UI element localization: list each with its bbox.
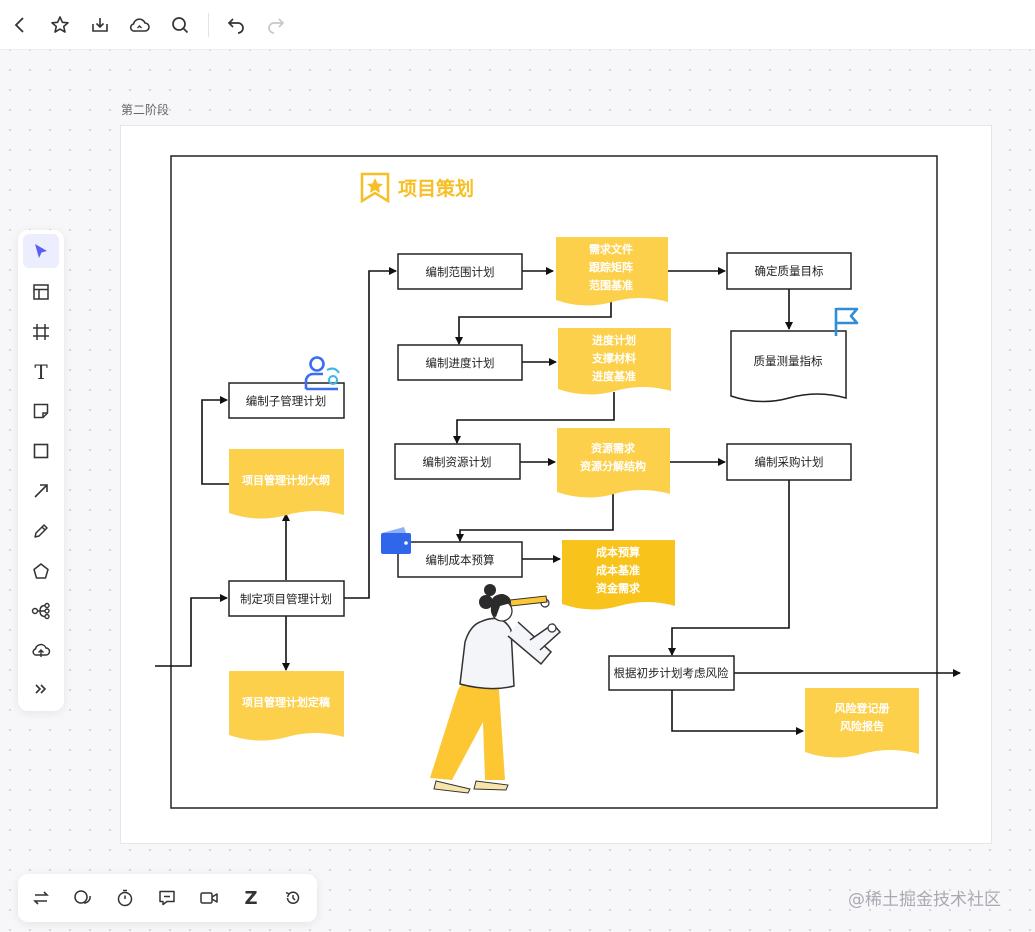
process-box-risk[interactable]: 根据初步计划考虑风险 [608, 655, 735, 691]
document-risk[interactable]: 风险登记册 风险报告 [805, 688, 919, 758]
diagram-border [170, 155, 938, 809]
bottom-toolbar: Z [18, 874, 317, 922]
process-box-quality-goal[interactable]: 确定质量目标 [726, 252, 852, 290]
document-quality-metric[interactable]: 质量测量指标 [730, 330, 847, 403]
sub-plan-label: 编制子管理计划 [246, 394, 327, 408]
person-illustration [430, 584, 562, 794]
process-box-scope-plan[interactable]: 编制范围计划 [397, 253, 523, 290]
cost-plan-label: 编制成本预算 [426, 553, 495, 567]
flag-icon [834, 307, 859, 336]
risk-doc-line-2: 风险报告 [840, 719, 884, 733]
document-final-plan[interactable]: 项目管理计划定稿 [229, 671, 344, 741]
cost-doc-line-2: 成本基准 [596, 563, 640, 577]
resource-plan-label: 编制资源计划 [423, 455, 492, 469]
cost-doc-line-3: 资金需求 [596, 581, 641, 595]
diagram-title[interactable]: 项目策划 [398, 177, 474, 200]
redo-icon[interactable] [259, 8, 293, 42]
upload-icon[interactable] [23, 633, 59, 667]
download-icon[interactable] [83, 8, 117, 42]
process-box-schedule-plan[interactable]: 编制进度计划 [397, 344, 523, 381]
req-doc-line-3: 范围基准 [589, 278, 633, 292]
document-schedule[interactable]: 进度计划 支撑材料 进度基准 [558, 328, 671, 395]
z-icon[interactable]: Z [244, 887, 258, 909]
search-icon[interactable] [163, 8, 197, 42]
scope-plan-label: 编制范围计划 [426, 265, 495, 279]
connector-risk-to-doc[interactable] [671, 690, 804, 735]
select-tool-icon[interactable] [23, 234, 59, 268]
frame-label[interactable]: 第二阶段 [121, 103, 170, 117]
quality-goal-label: 确定质量目标 [755, 264, 824, 278]
arrow-icon[interactable] [23, 474, 59, 508]
connector-entry[interactable] [155, 594, 228, 667]
mindmap-icon[interactable] [23, 594, 59, 628]
left-toolbar: T [18, 230, 64, 711]
template-icon[interactable] [23, 275, 59, 309]
pen-icon[interactable] [23, 514, 59, 548]
document-req[interactable]: 需求文件 跟踪矩阵 范围基准 [556, 237, 668, 306]
cloud-sync-icon[interactable] [123, 8, 157, 42]
wallet-icon [381, 527, 411, 554]
connector-schedule-to-resource[interactable] [453, 392, 615, 444]
text-tool-label: T [34, 360, 48, 384]
document-cost[interactable]: 成本预算 成本基准 资金需求 [562, 540, 675, 610]
connector-resource-to-cost[interactable] [456, 494, 614, 542]
watermark: @稀土掘金技术社区 [848, 890, 1001, 910]
quality-metric-label: 质量测量指标 [754, 354, 823, 368]
resource-doc-line-1: 资源需求 [591, 441, 636, 455]
outline-label: 项目管理计划大纲 [242, 473, 330, 487]
switch-icon[interactable] [24, 881, 58, 915]
make-plan-label: 制定项目管理计划 [240, 592, 332, 606]
process-box-make-plan[interactable]: 制定项目管理计划 [228, 580, 345, 617]
more-icon[interactable] [23, 672, 59, 706]
pentagon-icon[interactable] [23, 554, 59, 588]
schedule-doc-line-2: 支撑材料 [591, 351, 636, 365]
req-doc-line-2: 跟踪矩阵 [589, 260, 633, 274]
risk-label: 根据初步计划考虑风险 [614, 666, 729, 680]
chevron-left-icon[interactable] [3, 8, 37, 42]
document-outline[interactable]: 项目管理计划大纲 [229, 449, 344, 519]
connector-req-to-schedule[interactable] [455, 302, 612, 345]
timer-icon[interactable] [108, 881, 142, 915]
risk-doc-line-1: 风险登记册 [835, 701, 890, 715]
document-resource[interactable]: 资源需求 资源分解结构 [557, 428, 670, 498]
process-box-cost-plan[interactable]: 编制成本预算 [397, 541, 523, 578]
star-icon[interactable] [43, 8, 77, 42]
schedule-doc-line-1: 进度计划 [592, 333, 636, 347]
purchase-plan-label: 编制采购计划 [755, 455, 824, 469]
user-settings-icon [304, 356, 340, 391]
toolbar-divider [208, 13, 209, 37]
resource-doc-line-2: 资源分解结构 [580, 459, 646, 473]
history-icon[interactable] [276, 881, 310, 915]
cost-doc-line-1: 成本预算 [596, 545, 640, 559]
comment-icon[interactable] [150, 881, 184, 915]
frame-tool-icon[interactable] [23, 315, 59, 349]
schedule-plan-label: 编制进度计划 [426, 356, 495, 370]
req-doc-line-1: 需求文件 [589, 242, 633, 256]
text-tool-icon[interactable]: T [23, 355, 59, 389]
process-box-purchase-plan[interactable]: 编制采购计划 [726, 443, 852, 481]
schedule-doc-line-3: 进度基准 [592, 369, 636, 383]
connector-purchase-to-risk[interactable] [668, 480, 790, 656]
chat-icon[interactable] [66, 881, 100, 915]
final-plan-label: 项目管理计划定稿 [242, 695, 330, 709]
undo-icon[interactable] [219, 8, 253, 42]
top-toolbar [0, 0, 1035, 50]
connector-make-to-scope[interactable] [344, 267, 397, 599]
rectangle-icon[interactable] [23, 434, 59, 468]
connector-lines [155, 267, 961, 735]
connector-outline-to-sub[interactable] [201, 396, 230, 485]
video-icon[interactable] [192, 881, 226, 915]
sticky-note-icon[interactable] [23, 394, 59, 428]
bookmark-star-icon [360, 172, 390, 204]
process-box-resource-plan[interactable]: 编制资源计划 [394, 443, 521, 480]
